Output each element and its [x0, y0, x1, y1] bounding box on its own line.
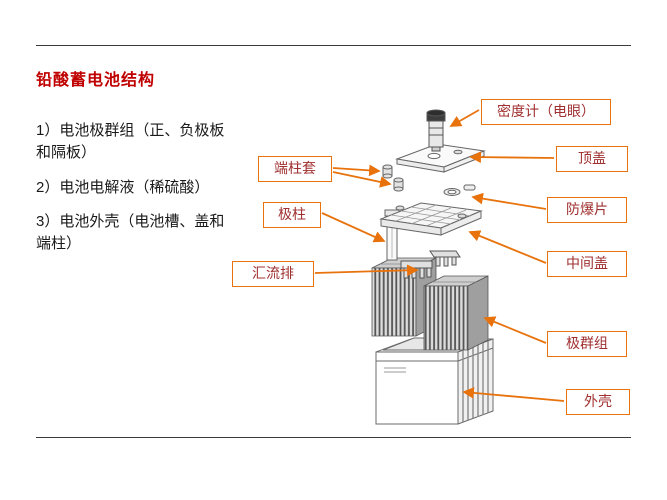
- top-rule: [36, 45, 631, 46]
- terminal-sleeve-art: [382, 164, 404, 192]
- density-meter-art: [426, 109, 446, 152]
- page-title: 铅酸蓄电池结构: [36, 72, 156, 89]
- callout-terminal-post: 极柱: [263, 202, 321, 228]
- callout-bus-bar: 汇流排: [232, 261, 314, 287]
- explosion-proof-art: [443, 184, 476, 196]
- callout-terminal-sleeve: 端柱套: [258, 156, 332, 182]
- callout-case: 外壳: [566, 389, 630, 415]
- bottom-rule: [36, 437, 631, 438]
- callout-top-cover: 顶盖: [556, 146, 628, 172]
- callout-middle-cover: 中间盖: [547, 251, 627, 277]
- case-art: [375, 337, 494, 425]
- middle-cover-art: [379, 202, 483, 236]
- bullet-list: 1）电池极群组（正、负极板和隔板） 2）电池电解液（稀硫酸） 3）电池外壳（电池…: [36, 120, 236, 268]
- callout-density-meter: 密度计（电眼）: [481, 99, 611, 125]
- bullet-item-1: 1）电池极群组（正、负极板和隔板）: [36, 122, 225, 161]
- callout-plate-group: 极群组: [547, 331, 627, 357]
- bullet-item-3: 3）电池外壳（电池槽、盖和端柱）: [36, 213, 225, 252]
- callout-arrows: [314, 109, 565, 402]
- callout-explosion-proof-plate: 防爆片: [547, 197, 627, 223]
- bullet-item-2: 2）电池电解液（稀硫酸）: [36, 178, 210, 196]
